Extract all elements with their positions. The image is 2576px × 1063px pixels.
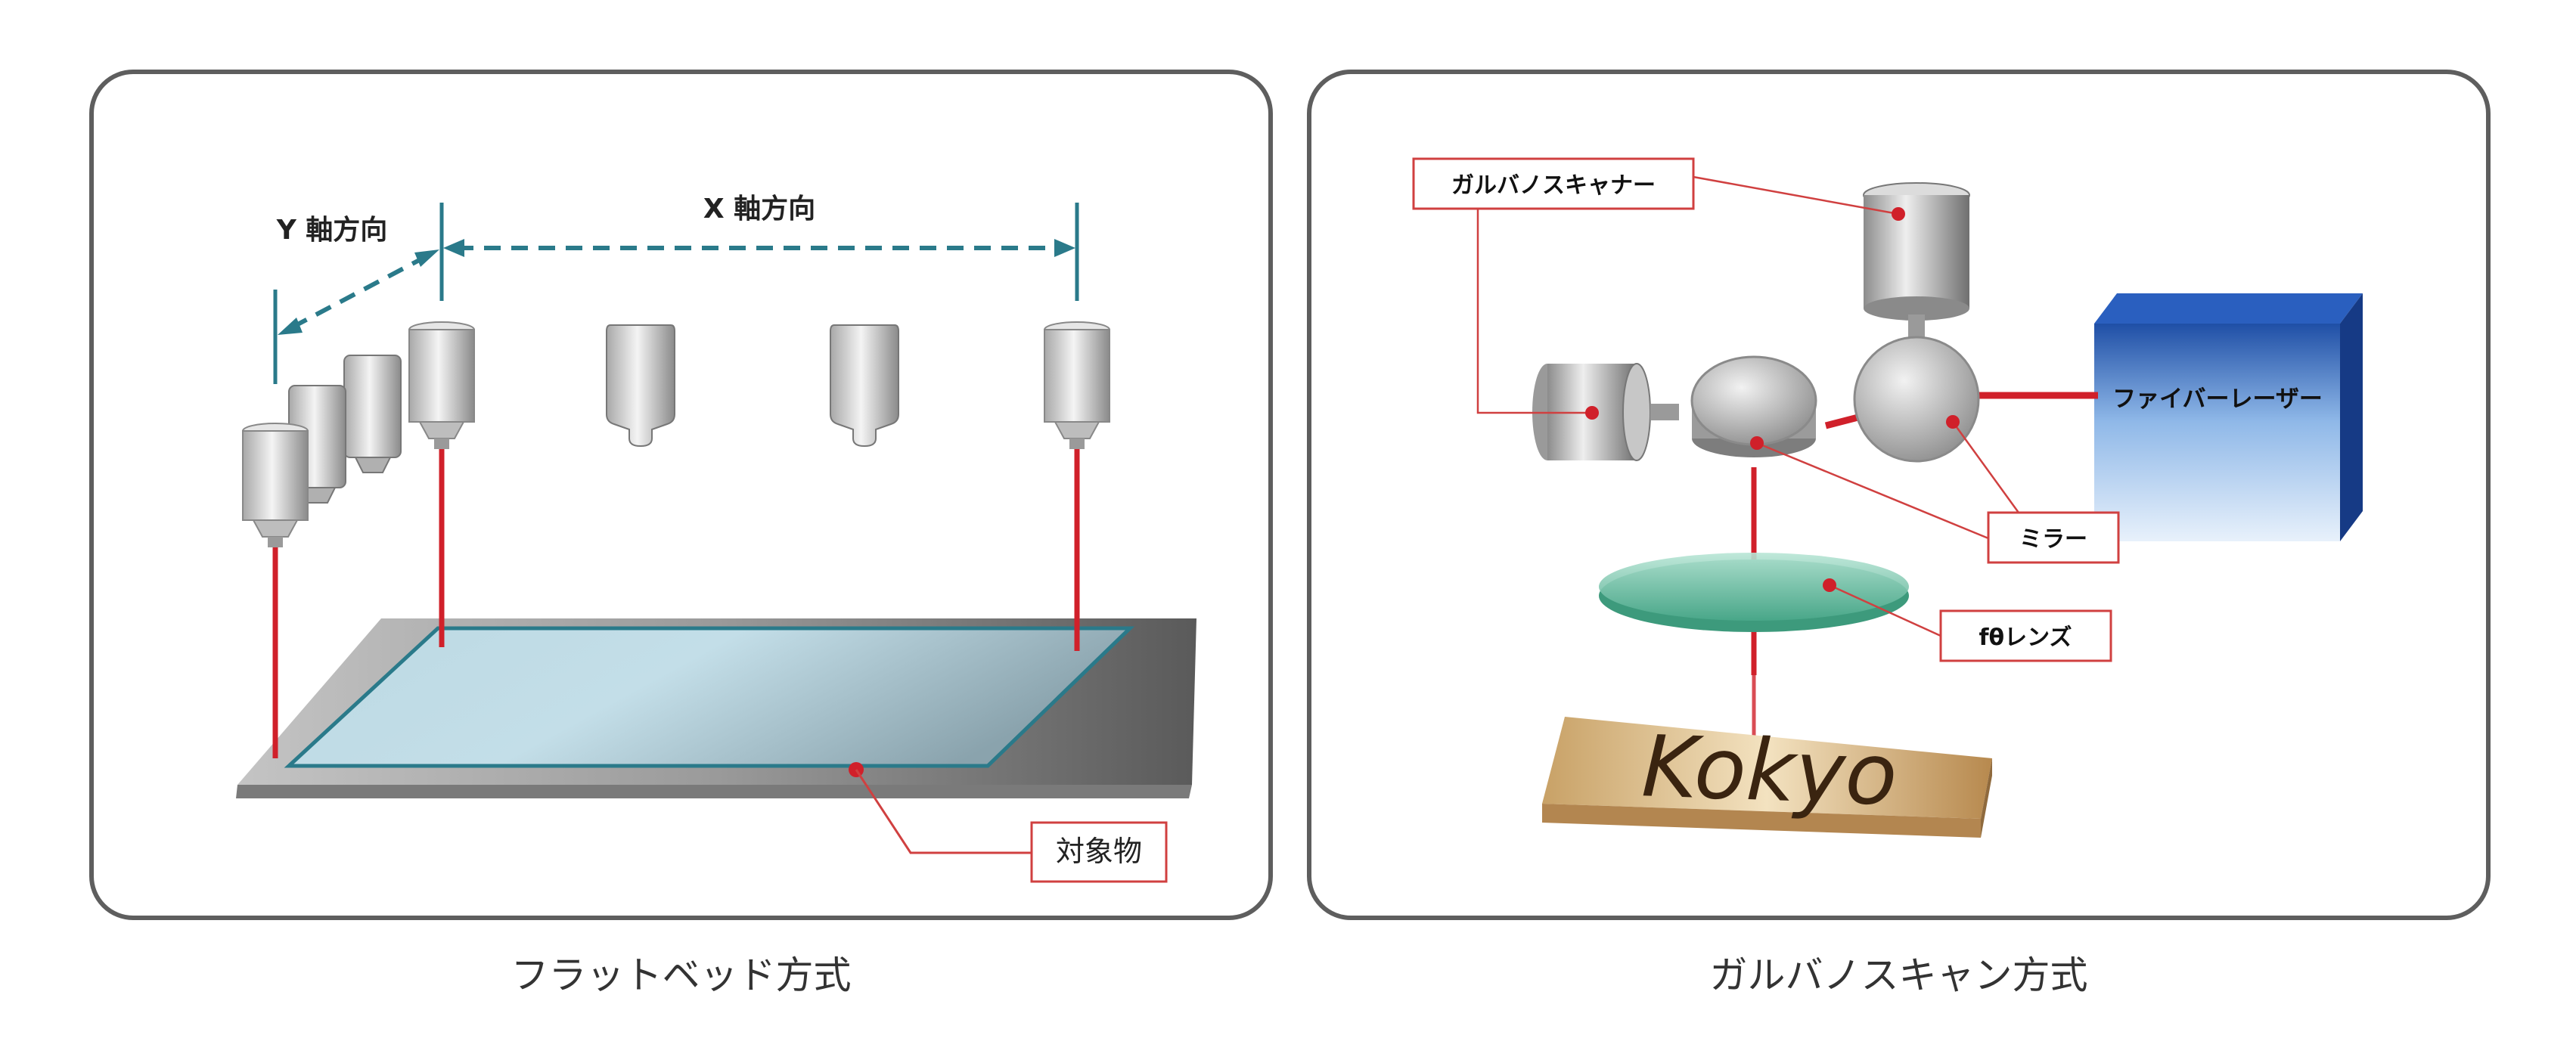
lens-label-box	[1939, 609, 2112, 662]
flatbed-diagram: X 軸方向 Y 軸方向 対象物	[236, 194, 1196, 883]
x-axis-arrow	[439, 203, 1079, 301]
object-label-box	[1030, 821, 1168, 883]
galvano-diagram: ファイバーレーザー	[1412, 157, 2363, 838]
x-axis-label: X 軸方向	[703, 194, 815, 225]
object-label: 対象物	[1056, 835, 1142, 868]
galvano-label-box	[1412, 157, 1695, 210]
laser-head-ghost-4	[830, 324, 899, 448]
mirror-left	[1690, 355, 1817, 457]
galvano-callout-line-top	[1693, 175, 1899, 215]
flatbed-panel: X 軸方向 Y 軸方向 対象物	[89, 70, 1273, 920]
lens-marker	[1823, 578, 1836, 592]
galvano-callout-line-left	[1476, 209, 1592, 414]
galvano-panel: ファイバーレーザー	[1307, 70, 2491, 920]
kokyo-plate	[1542, 717, 1992, 838]
plate-text: Kokyo	[1640, 717, 1899, 825]
laser-head-x	[1044, 321, 1110, 449]
work-surface	[284, 626, 1135, 768]
mirror-callout-line-right	[1951, 421, 2020, 513]
y-axis-label: Y 軸方向	[276, 215, 388, 246]
galvano-motor-top	[1863, 182, 1970, 345]
flatbed-caption: フラットベッド方式	[511, 953, 852, 997]
lens-label: fθレンズ	[1979, 624, 2072, 651]
laser-label: ファイバーレーザー	[2112, 386, 2323, 413]
laser-head-ghost-3	[606, 324, 675, 448]
mirror-marker-left	[1750, 436, 1764, 450]
mirror-callout-line-left	[1756, 442, 1989, 540]
laser-head-origin	[408, 321, 475, 449]
mirror-right	[1853, 336, 1980, 463]
galvano-marker-left	[1585, 406, 1599, 420]
galvano-label: ガルバノスキャナー	[1451, 172, 1656, 199]
y-axis-arrow	[273, 249, 439, 384]
object-callout-line	[855, 769, 1032, 854]
bed-front-edge	[236, 785, 1192, 798]
laser-head-y	[242, 423, 309, 547]
galvano-caption: ガルバノスキャン方式	[1709, 953, 2088, 997]
mirror-label: ミラー	[2019, 526, 2087, 553]
f-theta-lens	[1599, 553, 1909, 632]
lens-callout-line	[1829, 584, 1941, 637]
laser-head-ghost-2	[343, 355, 402, 473]
mirror-marker-right	[1946, 415, 1960, 429]
galvano-marker-top	[1892, 207, 1905, 221]
fiber-laser-box	[2094, 293, 2363, 541]
